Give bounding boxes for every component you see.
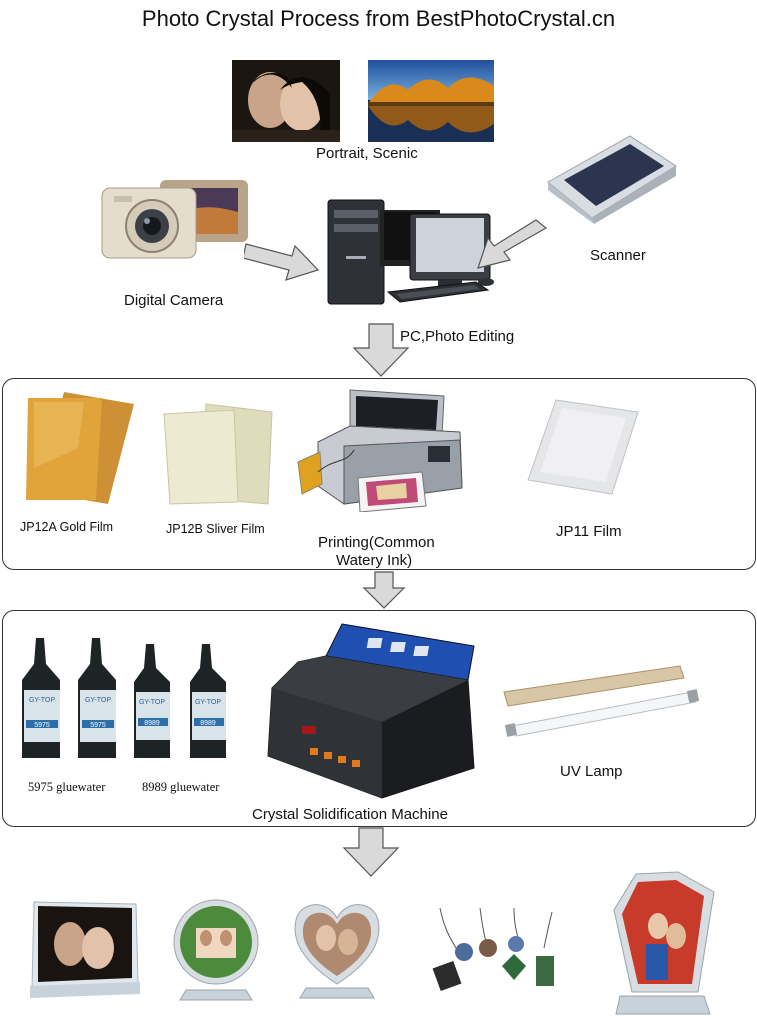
silver-film [162,402,274,506]
bottle-code-text-2: 5975 [90,722,106,729]
portrait-photo [232,60,340,142]
bottle-brand-text-4: GY-TOP [195,699,221,706]
bottle-brand-text-2: GY-TOP [85,697,111,704]
arrow-pc-to-printing [352,323,410,377]
gluewater-8989-bottles: GY-TOP 8989 GY-TOP 8989 [132,642,234,762]
gold-film [24,388,136,506]
gluewater-5975-bottles: GY-TOP 5975 GY-TOP 5975 [20,636,128,762]
photo-printer [294,388,470,512]
jp11-film-label: JP11 Film [556,523,622,540]
pc-computer [326,196,500,310]
printing-label-line2: Watery Ink) [336,552,413,569]
uv-lamp-label: UV Lamp [560,763,623,780]
solidification-machine [262,618,476,802]
scenic-photo [368,60,494,142]
bottle-code-text-3: 8989 [144,720,160,727]
scanner-label: Scanner [590,247,646,264]
arrow-solidification-to-products [342,827,400,877]
crystal-round-product [166,898,266,1002]
page-title: Photo Crystal Process from BestPhotoCrys… [141,6,616,31]
arrow-camera-to-pc [244,243,320,281]
crystal-tower-product [606,870,718,1018]
pc-label: PC,Photo Editing [400,328,515,345]
camera-label: Digital Camera [124,292,224,309]
digital-camera [98,178,250,272]
uv-lamp [500,664,700,740]
arrow-scanner-to-pc [477,219,548,269]
bottle-brand-text: GY-TOP [29,697,55,704]
machine-label: Crystal Solidification Machine [252,806,448,823]
printing-label-line1: Printing(Common [318,534,435,551]
jp11-film [526,398,640,496]
scanner [544,132,678,224]
glue-5975-label: 5975 gluewater [28,780,106,794]
silver-film-label: JP12B Sliver Film [166,522,265,536]
photos-caption: Portrait, Scenic [316,145,418,162]
bottle-code-text-4: 8989 [200,720,216,727]
bottle-brand-text-3: GY-TOP [139,699,165,706]
arrow-printing-to-solidification [362,571,406,609]
crystal-rectangle-product [28,898,142,1000]
crystal-keychains-product [430,908,570,1002]
crystal-heart-product [290,896,384,1000]
glue-8989-label: 8989 gluewater [142,780,220,794]
bottle-code-text: 5975 [34,722,50,729]
gold-film-label: JP12A Gold Film [20,520,114,534]
